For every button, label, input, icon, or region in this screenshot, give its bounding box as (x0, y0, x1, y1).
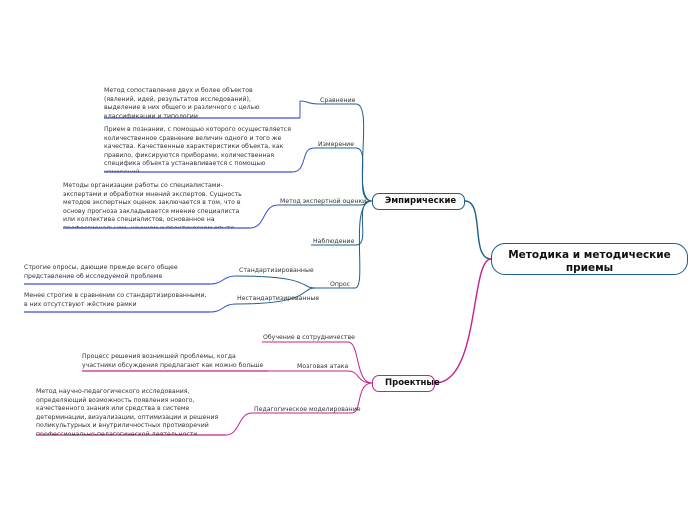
topic-expert-assessment[interactable]: Метод экспертной оценки (280, 198, 367, 205)
root-node[interactable]: Методика и методические приемы (491, 243, 688, 275)
topic-brainstorm[interactable]: Мозговая атака (297, 363, 349, 370)
note-modeling: Метод научно-педагогического исследовани… (36, 388, 219, 435)
topic-cooperation[interactable]: Обучение в сотрудничестве (263, 334, 355, 341)
topic-measurement[interactable]: Измерение (318, 141, 355, 148)
note-measurement: Прием в познании, с помощью которого осу… (104, 126, 291, 172)
branch-empirical[interactable]: Эмпирические (372, 193, 465, 210)
note-standardized: Строгие опросы, дающие прежде всего обще… (24, 264, 178, 280)
topic-comparison[interactable]: Сравнение (320, 97, 356, 104)
note-expert-assessment: Методы организации работы со специалиста… (63, 182, 242, 228)
note-nonstandardized: Менее строгие в сравнении со стандартизи… (24, 292, 207, 308)
branch-project[interactable]: Проектные (372, 375, 440, 392)
root-title: Методика и методические приемы (508, 249, 671, 274)
branch-empirical-title: Эмпирические (385, 196, 457, 206)
note-comparison: Метод сопоставления двух и более объекто… (104, 87, 260, 118)
topic-modeling[interactable]: Педагогическое моделирование (254, 406, 361, 413)
branch-project-title: Проектные (385, 378, 440, 388)
topic-observation[interactable]: Наблюдение (313, 238, 355, 245)
topic-standardized[interactable]: Стандартизированные (239, 267, 314, 274)
topic-nonstandardized[interactable]: Нестандартизированные (237, 295, 320, 302)
note-brainstorm: Процесс решения возникшей проблемы, когд… (82, 353, 264, 371)
topic-survey[interactable]: Опрос (330, 281, 351, 288)
